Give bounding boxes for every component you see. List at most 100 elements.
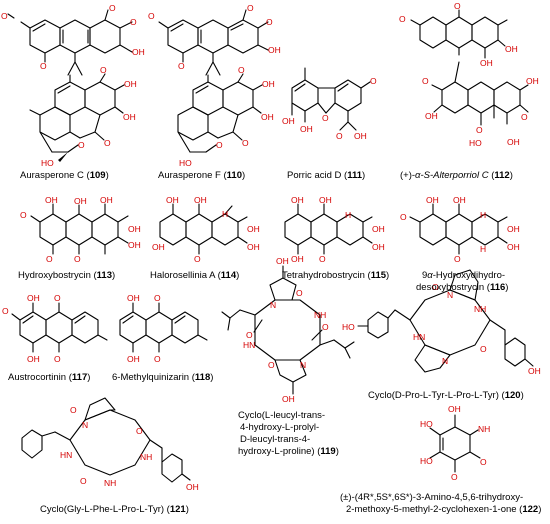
structure-118: OH O OH O xyxy=(119,293,208,364)
svg-text:HO: HO xyxy=(41,158,54,168)
caption-122: (±)-(4R*,5S*,6S*)-3-Amino-4,5,6-trihydro… xyxy=(340,492,541,515)
svg-text:O: O xyxy=(400,212,407,222)
svg-text:OH: OH xyxy=(27,293,40,303)
caption-109: Aurasperone C (109) xyxy=(20,170,109,181)
svg-text:OH: OH xyxy=(507,224,520,234)
svg-text:H: H xyxy=(222,209,228,219)
svg-text:OH: OH xyxy=(128,224,141,234)
svg-text:O: O xyxy=(154,354,161,364)
svg-text:O: O xyxy=(238,65,245,75)
svg-text:O: O xyxy=(319,254,326,264)
svg-text:Halorosellinia A (114): Halorosellinia A (114) xyxy=(150,270,239,281)
structure-115: OH OH H OH OH O OH xyxy=(284,195,385,264)
svg-text:OH: OH xyxy=(505,44,518,54)
caption-119: Cyclo(L-leucyl-trans- 4-hydroxy-L-prolyl… xyxy=(238,410,339,457)
svg-text:O: O xyxy=(148,11,155,21)
svg-text:6-Methylquinizarin (118): 6-Methylquinizarin (118) xyxy=(112,372,213,383)
svg-text:NH: NH xyxy=(478,424,490,434)
caption-112: (+)-α-S-Alterporriol C (112) xyxy=(400,170,513,181)
svg-text:O: O xyxy=(242,138,249,148)
compound-number: 111 xyxy=(347,170,363,181)
svg-text:Porric acid D (111): Porric acid D (111) xyxy=(287,170,365,181)
svg-text:N: N xyxy=(447,290,453,300)
caption-114: Halorosellinia A (114) xyxy=(150,270,239,281)
svg-text:O: O xyxy=(194,254,201,264)
svg-text:(+)-α-S-Alterporriol C (112): (+)-α-S-Alterporriol C (112) xyxy=(400,170,513,181)
svg-text:Cyclo(D-Pro-L-Tyr-L-Pro-L-Tyr): Cyclo(D-Pro-L-Tyr-L-Pro-L-Tyr) (120) xyxy=(368,390,524,401)
svg-text:4-hydroxy-L-prolyl-: 4-hydroxy-L-prolyl- xyxy=(240,422,319,433)
svg-text:HN: HN xyxy=(243,340,255,350)
svg-text:D-leucyl-trans-4-: D-leucyl-trans-4- xyxy=(240,434,310,445)
compound-number: 110 xyxy=(227,170,242,181)
svg-text:desoxybostrycin (116): desoxybostrycin (116) xyxy=(416,282,508,293)
svg-text:O: O xyxy=(2,306,9,316)
svg-text:Aurasperone F (110): Aurasperone F (110) xyxy=(158,170,245,181)
svg-text:O: O xyxy=(521,112,528,122)
svg-text:Hydroxybostrycin (113): Hydroxybostrycin (113) xyxy=(18,270,115,281)
svg-text:O: O xyxy=(476,125,483,135)
svg-text:(±)-(4R*,5S*,6S*)-3-Amino-4,5,: (±)-(4R*,5S*,6S*)-3-Amino-4,5,6-trihydro… xyxy=(340,492,523,503)
svg-text:Tetrahydrobostrycin (115): Tetrahydrobostrycin (115) xyxy=(282,270,389,281)
compound-name: Porric acid D xyxy=(287,170,342,181)
structure-111: O O OH OH O OH xyxy=(282,67,377,141)
svg-text:OH: OH xyxy=(123,112,136,122)
svg-text:H: H xyxy=(480,210,486,220)
svg-text:OH: OH xyxy=(282,116,295,126)
svg-text:OH: OH xyxy=(282,394,295,404)
svg-text:O: O xyxy=(54,293,61,303)
svg-text:O: O xyxy=(432,282,439,292)
svg-text:OH: OH xyxy=(291,195,304,205)
caption-121: Cyclo(Gly-L-Phe-L-Pro-L-Tyr) (121) xyxy=(40,504,189,515)
svg-text:O: O xyxy=(54,354,61,364)
svg-text:HO: HO xyxy=(342,322,355,332)
compound-name: Aurasperone C xyxy=(20,170,84,181)
svg-text:hydroxy-L-proline) (119): hydroxy-L-proline) (119) xyxy=(238,446,339,457)
svg-text:O: O xyxy=(216,140,223,150)
svg-text:O: O xyxy=(454,254,461,264)
svg-text:OH: OH xyxy=(453,195,466,205)
svg-text:O: O xyxy=(70,405,77,415)
svg-text:OH: OH xyxy=(268,45,281,55)
svg-text:OH: OH xyxy=(507,137,520,147)
compound-number: 109 xyxy=(90,170,106,181)
svg-text:O: O xyxy=(322,322,329,332)
svg-text:O: O xyxy=(40,61,47,71)
svg-text:OH: OH xyxy=(507,242,520,252)
caption-118: 6-Methylquinizarin (118) xyxy=(112,372,213,383)
svg-text:N: N xyxy=(442,356,448,366)
svg-text:HO: HO xyxy=(420,456,433,466)
structure-113: OH OH OH O OH OH O O xyxy=(20,195,141,264)
svg-text:OH: OH xyxy=(152,242,165,252)
structure-116: OH OH H O OH OH O H xyxy=(400,195,520,264)
svg-text:O: O xyxy=(80,476,87,486)
svg-text:OH: OH xyxy=(426,195,439,205)
svg-text:OH: OH xyxy=(372,224,385,234)
svg-text:O: O xyxy=(322,113,329,123)
svg-text:O: O xyxy=(451,472,458,482)
svg-text:N: N xyxy=(300,360,306,370)
svg-text:O: O xyxy=(178,61,185,71)
svg-text:Cyclo(Gly-L-Phe-L-Pro-L-Tyr) (: Cyclo(Gly-L-Phe-L-Pro-L-Tyr) (121) xyxy=(40,504,189,515)
svg-text:9α-Hydroxydihydro-: 9α-Hydroxydihydro- xyxy=(422,270,505,281)
caption-120: Cyclo(D-Pro-L-Tyr-L-Pro-L-Tyr) (120) xyxy=(368,390,524,401)
structure-122: OH HO NH O O HO xyxy=(420,404,490,482)
svg-text:O: O xyxy=(100,65,107,75)
svg-text:NH: NH xyxy=(140,452,152,462)
structure-121: N O HN NH O NH O OH xyxy=(21,397,199,492)
svg-text:OH: OH xyxy=(27,354,40,364)
svg-text:O: O xyxy=(480,457,487,467)
svg-text:OH: OH xyxy=(127,354,140,364)
svg-text:OH: OH xyxy=(262,79,275,89)
structure-114: OH OH H OH OH O OH xyxy=(152,195,260,264)
svg-text:OH: OH xyxy=(166,195,179,205)
svg-text:OH: OH xyxy=(261,112,274,122)
structure-119: OH N N OH NH HN O O O O xyxy=(221,256,355,404)
svg-text:OH: OH xyxy=(480,58,493,68)
structure-110: O O OH O O O OH OH O O HO xyxy=(148,3,281,168)
svg-text:OH: OH xyxy=(372,242,385,252)
svg-text:HN: HN xyxy=(60,450,72,460)
svg-text:O: O xyxy=(20,210,27,220)
svg-text:N: N xyxy=(82,420,88,430)
svg-text:O: O xyxy=(109,3,116,13)
svg-text:O: O xyxy=(154,293,161,303)
